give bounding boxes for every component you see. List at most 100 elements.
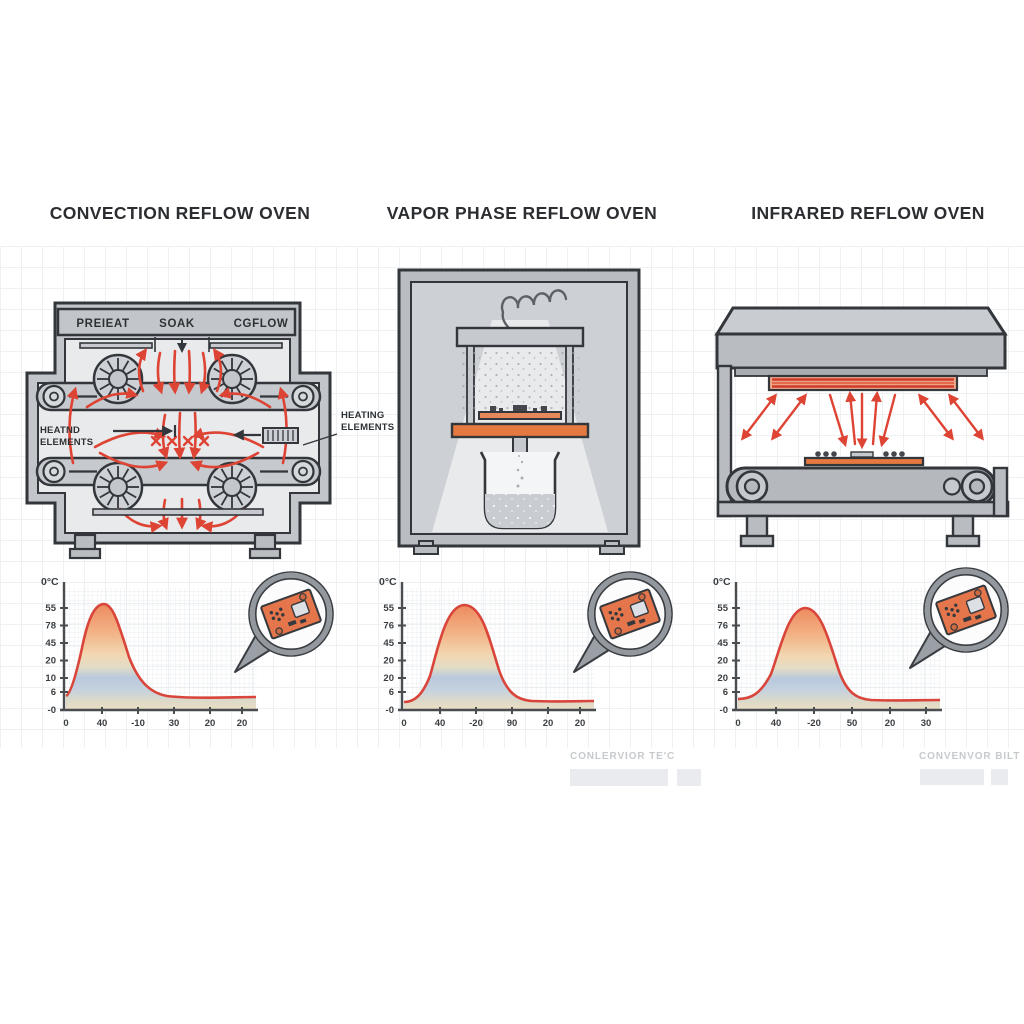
- zone-header-bar: [56, 307, 297, 337]
- svg-text:0: 0: [401, 718, 406, 729]
- oven-legs: [68, 533, 282, 560]
- svg-text:40: 40: [97, 718, 108, 729]
- svg-text:-0: -0: [386, 705, 394, 716]
- svg-text:HEATND: HEATND: [40, 425, 80, 436]
- x-tick-labels: 0 40 -20 50 20 30: [735, 718, 931, 729]
- profile-curve: [65, 602, 257, 699]
- svg-text:45: 45: [383, 638, 394, 649]
- y-axis-top-label: 0°C: [713, 576, 731, 588]
- svg-text:45: 45: [45, 638, 56, 649]
- svg-text:ELEMENTS: ELEMENTS: [341, 422, 394, 433]
- oven-feet: [413, 540, 625, 555]
- base-bar: [716, 500, 1010, 518]
- section-title-infrared: INFRARED REFLOW OVEN: [751, 203, 985, 223]
- svg-text:20: 20: [717, 656, 728, 667]
- magnifier-pcb-icon: [229, 562, 349, 682]
- solder-beaker: [479, 451, 561, 530]
- svg-text:20: 20: [543, 718, 554, 729]
- svg-text:55: 55: [383, 603, 394, 614]
- svg-text:-0: -0: [48, 705, 56, 716]
- magnifier-pcb-icon: [568, 562, 688, 682]
- svg-text:-20: -20: [807, 718, 821, 729]
- y-ticks: [60, 607, 68, 693]
- conveyor-belt-top: [35, 381, 322, 412]
- profile-area: [738, 608, 940, 709]
- vapor-phase-oven-diagram: [397, 268, 641, 555]
- y-tick-labels: 55 76 45 20 20 6 -0: [717, 603, 728, 716]
- zone-label-preheat: PREIEAT: [76, 318, 129, 330]
- footer-swatch: [677, 769, 701, 786]
- axes: [732, 582, 942, 712]
- svg-text:30: 30: [169, 718, 180, 729]
- pcb-board: [478, 405, 562, 420]
- profile-curve: [737, 606, 941, 702]
- section-title-convection: CONVECTION REFLOW OVEN: [49, 203, 311, 223]
- svg-text:45: 45: [717, 638, 728, 649]
- heating-elements-label-left: HEATND ELEMENTS: [40, 425, 177, 448]
- svg-text:10: 10: [45, 673, 56, 684]
- svg-text:0: 0: [735, 718, 740, 729]
- convection-oven-diagram: PREIEAT SOAK CGFLOW: [25, 301, 394, 560]
- svg-text:0: 0: [63, 718, 68, 729]
- temperature-chart-vapor: 0°C 55 76 45 20 20 6 -0 0 40 -20 90 20 2…: [379, 576, 596, 729]
- svg-text:20: 20: [205, 718, 216, 729]
- oven-legs: [739, 514, 981, 548]
- x-ticks: [439, 707, 581, 714]
- top-heater-plates: [79, 337, 283, 353]
- conveyor-belt-bottom: [35, 456, 322, 487]
- svg-text:20: 20: [237, 718, 248, 729]
- svg-text:6: 6: [389, 687, 394, 698]
- ir-rays: [740, 390, 985, 450]
- profile-curve: [403, 603, 595, 704]
- svg-text:20: 20: [383, 673, 394, 684]
- ir-heater-panel: [767, 374, 959, 392]
- svg-text:76: 76: [383, 621, 394, 632]
- profile-area: [66, 604, 256, 709]
- infrared-oven-diagram: [714, 306, 1010, 548]
- y-ticks: [398, 607, 406, 693]
- svg-text:55: 55: [45, 603, 56, 614]
- footer-label-conveyor-belt: CONVENVOR BILT: [919, 751, 1021, 762]
- chamber-top-bar: [455, 326, 585, 348]
- svg-text:-20: -20: [469, 718, 483, 729]
- svg-text:78: 78: [45, 621, 56, 632]
- frame-post-right: [992, 466, 1009, 518]
- fan-icon: [92, 461, 144, 513]
- svg-text:20: 20: [45, 656, 56, 667]
- footer-swatch: [570, 769, 668, 786]
- airflow-arrows: [66, 348, 290, 534]
- profile-area: [404, 605, 594, 709]
- hood-top: [714, 306, 1008, 336]
- svg-text:40: 40: [435, 718, 446, 729]
- turbulence-x-marks: [150, 435, 210, 447]
- footer-label-conveyor-temp: CONLERVIOR TE'C: [570, 751, 676, 762]
- y-axis-top-label: 0°C: [379, 576, 397, 588]
- svg-text:40: 40: [771, 718, 782, 729]
- heating-element-box: [232, 427, 299, 444]
- conveyor-belt: [725, 466, 997, 507]
- fan-icon: [206, 461, 258, 513]
- y-tick-labels: 55 78 45 20 10 6 -0: [45, 603, 56, 716]
- x-ticks: [775, 707, 927, 714]
- footer-swatch: [991, 769, 1008, 785]
- footer-swatch: [920, 769, 984, 785]
- heated-platform: [450, 422, 590, 439]
- pcb-board: [803, 451, 925, 467]
- y-axis-top-label: 0°C: [41, 576, 59, 588]
- svg-text:20: 20: [717, 673, 728, 684]
- magnifier-pcb-icon: [904, 558, 1024, 678]
- svg-text:30: 30: [921, 718, 932, 729]
- bottom-heater-plate: [92, 508, 264, 516]
- svg-text:ELEMENTS: ELEMENTS: [40, 437, 93, 448]
- axes: [398, 582, 596, 712]
- svg-text:55: 55: [717, 603, 728, 614]
- zone-label-reflow: CGFLOW: [234, 318, 289, 330]
- svg-text:-0: -0: [720, 705, 728, 716]
- x-tick-labels: 0 40 -10 30 20 20: [63, 718, 247, 729]
- heater-coil-icon: [500, 289, 568, 336]
- axes: [60, 582, 258, 712]
- x-tick-labels: 0 40 -20 90 20 20: [401, 718, 585, 729]
- svg-text:HEATING: HEATING: [341, 410, 384, 421]
- section-title-vapor-phase: VAPOR PHASE REFLOW OVEN: [386, 203, 658, 223]
- svg-text:76: 76: [717, 621, 728, 632]
